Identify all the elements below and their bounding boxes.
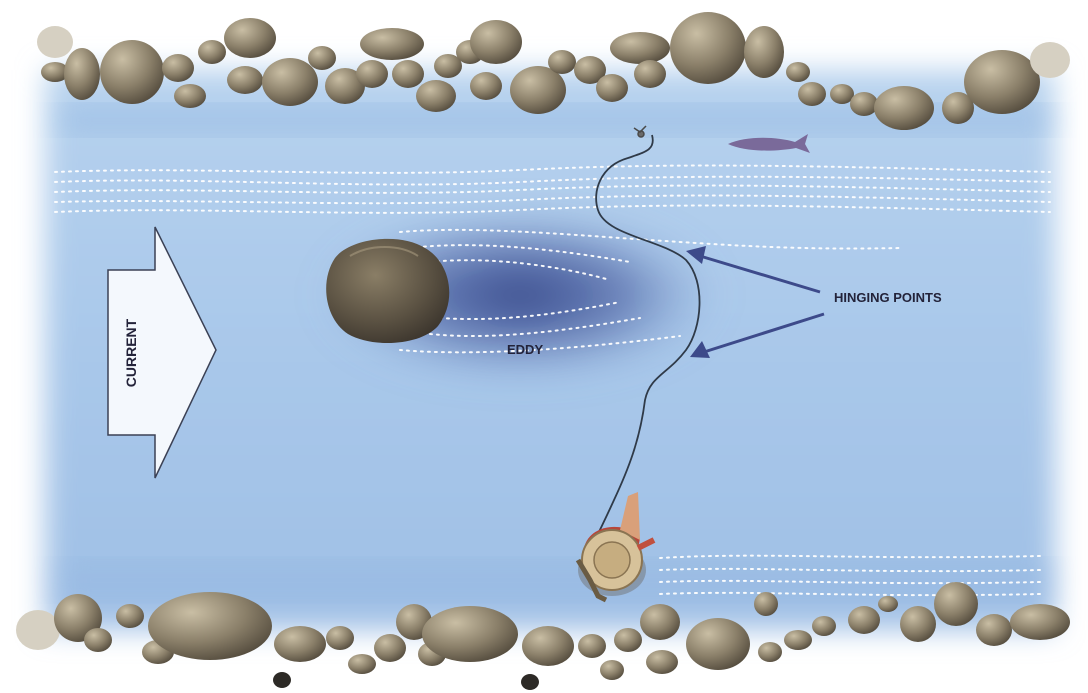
current-label: CURRENT xyxy=(123,318,139,387)
boulder-icon xyxy=(326,239,449,343)
eddy-label: EDDY xyxy=(507,342,543,357)
hinging-points-label: HINGING POINTS xyxy=(834,290,942,305)
